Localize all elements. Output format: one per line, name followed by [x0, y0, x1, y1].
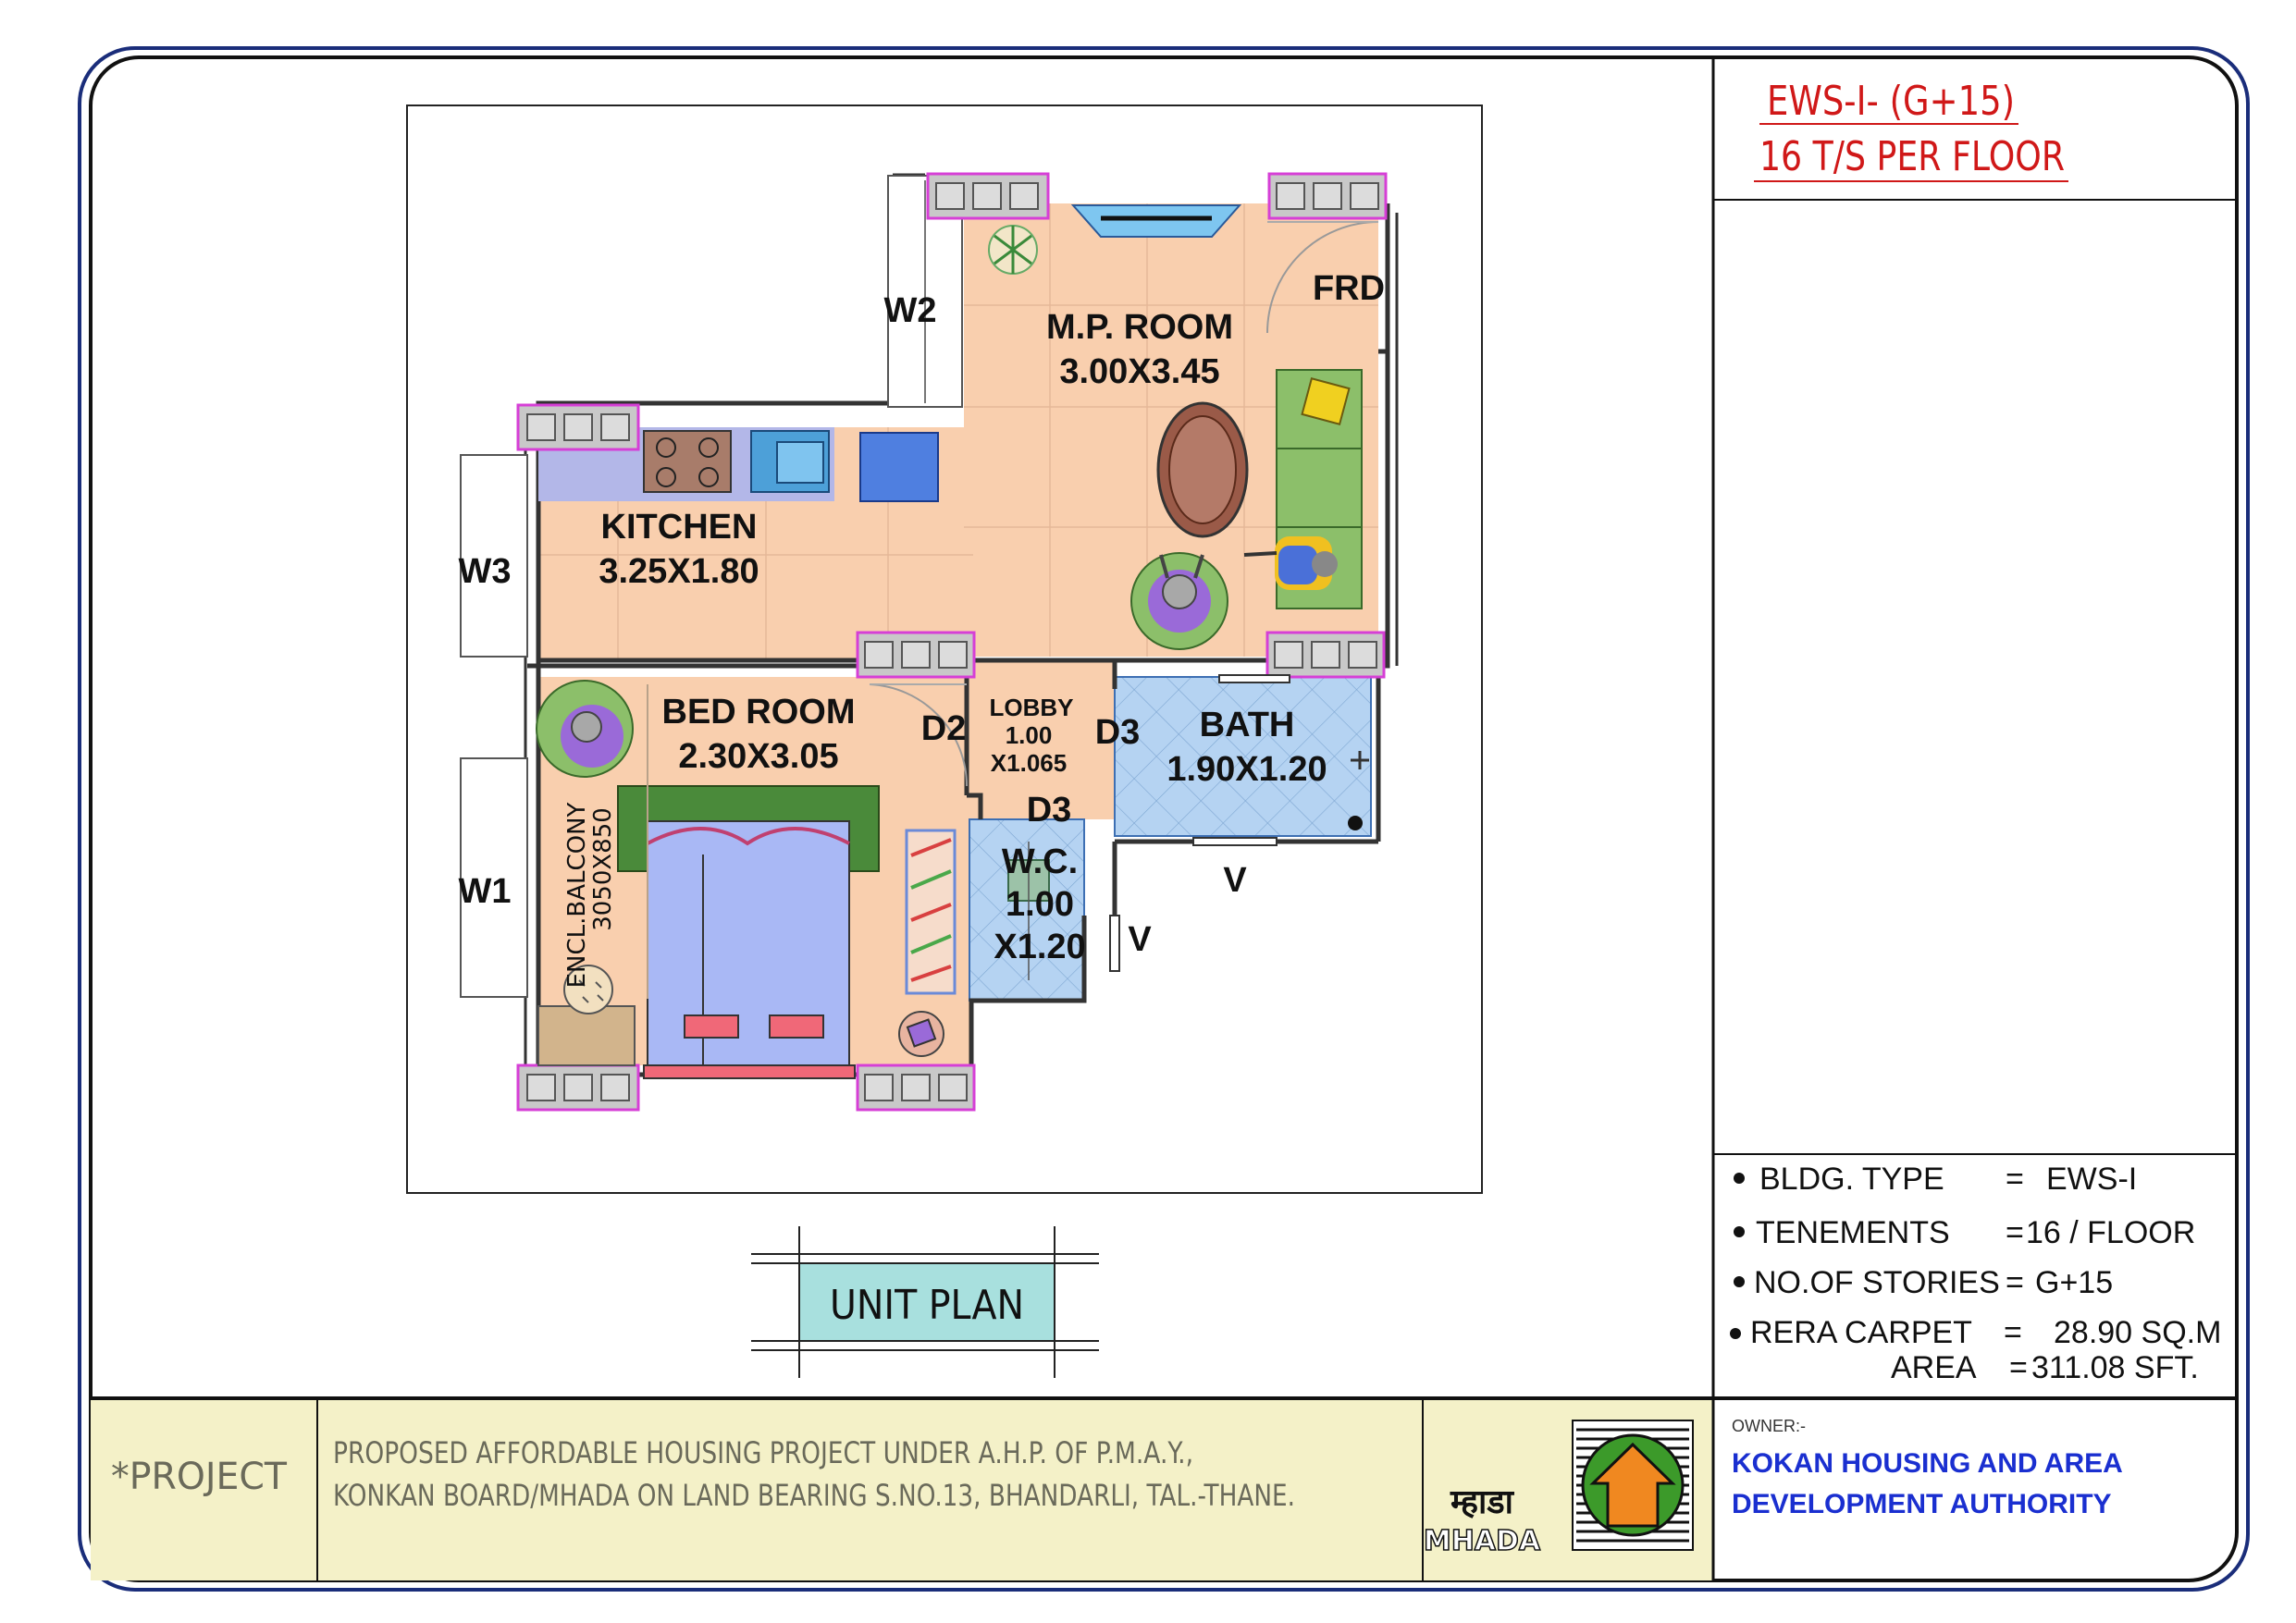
- floor-drain-icon: [1348, 816, 1363, 830]
- bedroom-name: BED ROOM: [662, 693, 856, 732]
- armchair-bedroom-icon: [536, 680, 634, 778]
- balcony-name: ENCL.BALCONY: [563, 802, 591, 988]
- bedroom-size: 2.30X3.05: [678, 737, 838, 776]
- bullet-icon: [1734, 1276, 1745, 1287]
- armchair-living-icon: [1130, 552, 1228, 650]
- title-line-2: 16 T/S PER FLOOR: [1759, 133, 2065, 180]
- kitchen-size: 3.25X1.80: [599, 552, 759, 591]
- kitchen-name: KITCHEN: [601, 508, 758, 547]
- spec-value-rera: 28.90 SQ.M: [2054, 1315, 2221, 1350]
- balcony-seat: [537, 1005, 636, 1066]
- mhada-logo: म्हाडा MHADA: [1423, 1420, 1694, 1558]
- specs-list: BLDG. TYPE = EWS-I TENEMENTS = 16 / FLOO…: [1730, 1162, 2221, 1385]
- hob: [643, 430, 732, 493]
- vent-v1: [1192, 837, 1278, 846]
- house-icon: [1589, 1442, 1676, 1528]
- project-description-1: PROPOSED AFFORDABLE HOUSING PROJECT UNDE…: [333, 1435, 1193, 1470]
- spec-sep: =: [2006, 1162, 2024, 1197]
- side-table-icon: [898, 1011, 944, 1057]
- window-w1-bay: [460, 757, 528, 998]
- label-d2: D2: [921, 709, 967, 748]
- spec-label-stories: NO.OF STORIES: [1754, 1265, 2000, 1300]
- owner-line-2: DEVELOPMENT AUTHORITY: [1732, 1489, 2112, 1519]
- lobby-name: LOBBY: [990, 694, 1074, 721]
- label-frd: FRD: [1313, 269, 1385, 308]
- label-w3: W3: [459, 552, 512, 591]
- bath-size: 1.90X1.20: [1167, 750, 1327, 789]
- wc-size-1: 1.00: [1006, 885, 1074, 924]
- bath-floor: [1114, 676, 1372, 837]
- label-w2: W2: [884, 291, 937, 330]
- wc-floor: [969, 818, 1085, 1002]
- tv-unit: [1070, 204, 1242, 238]
- pillow: [769, 1014, 824, 1039]
- caption-text: UNIT PLAN: [830, 1282, 1024, 1329]
- pillow: [684, 1014, 739, 1039]
- bullet-icon: [1734, 1173, 1745, 1184]
- wc-name: W.C.: [1002, 842, 1078, 881]
- spec-value-tenements: 16 / FLOOR: [2026, 1215, 2195, 1250]
- mp-room-size: 3.00X3.45: [1059, 352, 1219, 391]
- wc-size-2: X1.20: [994, 928, 1085, 966]
- logo-text-devanagari: म्हाडा: [1450, 1483, 1515, 1521]
- spec-label-rera: RERA CARPET: [1750, 1315, 1972, 1350]
- bullet-icon: [1730, 1328, 1741, 1339]
- window-w3-bay: [460, 454, 528, 658]
- bullet-icon: [1734, 1226, 1745, 1237]
- label-d3-wc: D3: [1027, 791, 1072, 830]
- hangers-icon: [910, 838, 952, 982]
- shower-icon: [1351, 751, 1369, 769]
- frd-door-swing: [1266, 221, 1379, 334]
- person-on-sofa-icon: [1243, 536, 1338, 590]
- label-v-wc: V: [1128, 920, 1152, 959]
- floor-plan: [460, 172, 1399, 1112]
- column-hatch: [526, 182, 1379, 1101]
- balcony-label-group: ENCL.BALCONY 3050X850: [563, 802, 617, 988]
- caption-box: [798, 1262, 1055, 1342]
- lobby-size-2: X1.065: [991, 749, 1067, 777]
- bath-door-frame: [1218, 674, 1290, 683]
- spec-sep: =: [2004, 1315, 2022, 1350]
- spec-value-bldg-type: EWS-I: [2046, 1162, 2137, 1197]
- footer-band-bottom-left: [91, 1398, 1713, 1580]
- label-d3-bath: D3: [1095, 713, 1141, 752]
- spec-label-bldg-type: BLDG. TYPE: [1759, 1162, 1944, 1197]
- spec-label-tenements: TENEMENTS: [1756, 1215, 1950, 1250]
- label-w1: W1: [459, 872, 512, 911]
- balcony-size: 3050X850: [589, 807, 617, 931]
- title-line-1: EWS-I- (G+15): [1767, 78, 2015, 125]
- label-v-bath: V: [1223, 861, 1247, 900]
- project-label: *PROJECT: [111, 1456, 288, 1498]
- fridge: [859, 432, 939, 502]
- owner-label: OWNER:-: [1732, 1417, 1806, 1435]
- round-stool-icon: [563, 965, 613, 1014]
- spec-label-area: AREA: [1891, 1350, 1977, 1385]
- spec-sep: =: [2006, 1265, 2024, 1300]
- outer-border: [78, 46, 2250, 1592]
- cushion-icon: [1301, 377, 1351, 425]
- project-description-2: KONKAN BOARD/MHADA ON LAND BEARING S.NO.…: [333, 1478, 1295, 1513]
- lobby-floor: [967, 660, 1115, 819]
- bed-footboard: [643, 1064, 856, 1079]
- lobby-size-1: 1.00: [1006, 721, 1053, 749]
- spec-value-area: 311.08 SFT.: [2031, 1350, 2199, 1385]
- hob-burners-icon: [656, 437, 719, 487]
- d2-door-swing: [869, 683, 969, 787]
- unit-plan-caption: UNIT PLAN: [751, 1226, 1099, 1378]
- spec-value-stories: G+15: [2035, 1265, 2113, 1300]
- bath-name: BATH: [1200, 706, 1295, 744]
- spec-sep: =: [2006, 1215, 2024, 1250]
- vent-v2: [1109, 915, 1120, 972]
- owner-line-1: KOKAN HOUSING AND AREA: [1732, 1448, 2123, 1479]
- plant-icon: [988, 225, 1038, 275]
- spec-sep: =: [2009, 1350, 2028, 1385]
- mp-room-name: M.P. ROOM: [1046, 308, 1233, 347]
- logo-text: MHADA: [1424, 1525, 1541, 1557]
